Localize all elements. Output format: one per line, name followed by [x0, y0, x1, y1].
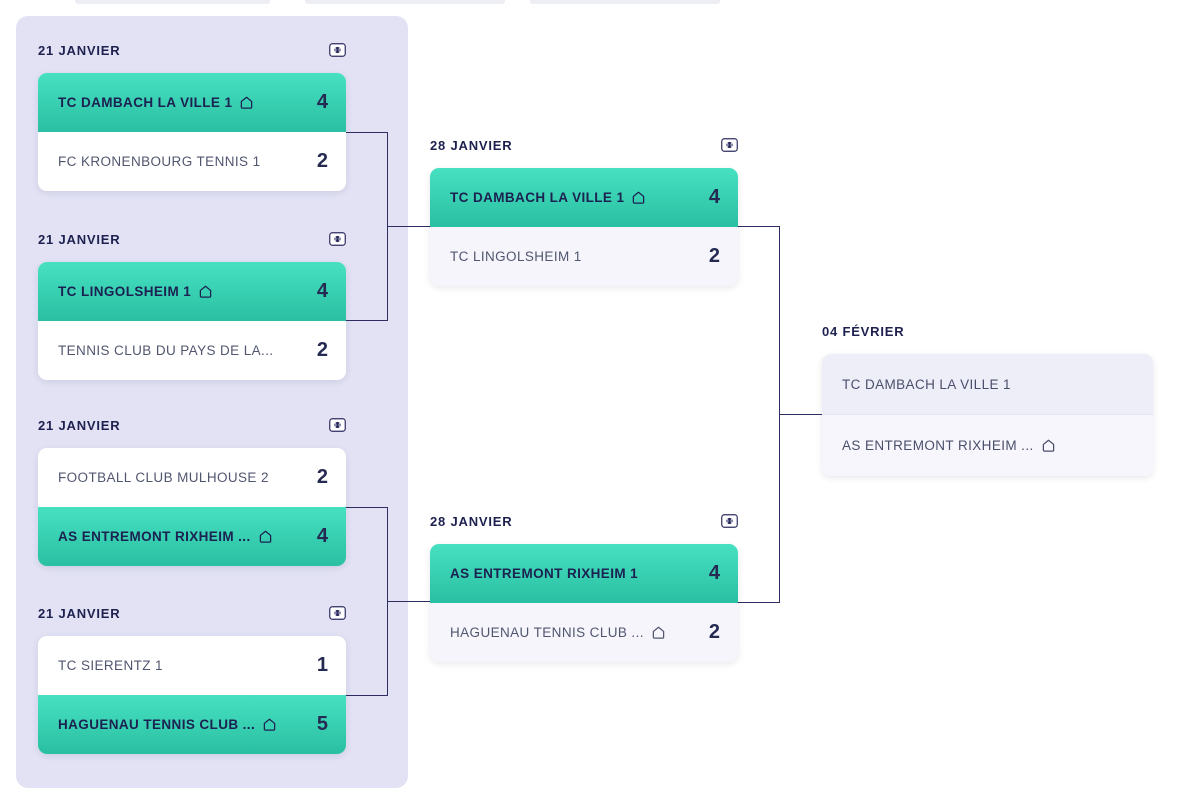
- tennis-ball-badge-icon[interactable]: [721, 514, 738, 528]
- home-icon: [198, 284, 213, 299]
- team-score: 5: [316, 713, 328, 735]
- team-row-winner[interactable]: TC LINGOLSHEIM 1 4: [38, 262, 346, 321]
- team-row[interactable]: AS ENTREMONT RIXHEIM ...: [822, 415, 1153, 476]
- team-name: TC LINGOLSHEIM 1: [450, 249, 582, 264]
- bracket-connector: [388, 601, 430, 602]
- team-row-winner[interactable]: AS ENTREMONT RIXHEIM 1 4: [430, 544, 738, 603]
- match-rows: TC SIERENTZ 1 1 HAGUENAU TENNIS CLUB ...…: [38, 636, 346, 754]
- match-date: 28 JANVIER: [430, 137, 513, 153]
- match-rows: FOOTBALL CLUB MULHOUSE 2 2 AS ENTREMONT …: [38, 448, 346, 566]
- team-score: 2: [316, 339, 328, 361]
- match-rows: TC LINGOLSHEIM 1 4 TENNIS CLUB DU PAYS D…: [38, 262, 346, 380]
- match-card-r1-m1: 21 JANVIER TC DAMBACH LA VILLE 1 4 FC KR…: [38, 40, 346, 191]
- match-header: 21 JANVIER: [38, 603, 346, 623]
- match-rows: TC DAMBACH LA VILLE 1 AS ENTREMONT RIXHE…: [822, 354, 1153, 476]
- team-row-winner[interactable]: HAGUENAU TENNIS CLUB ... 5: [38, 695, 346, 754]
- team-row-winner[interactable]: TC DAMBACH LA VILLE 1 4: [38, 73, 346, 132]
- match-date: 21 JANVIER: [38, 231, 121, 247]
- match-date: 21 JANVIER: [38, 417, 121, 433]
- tennis-ball-badge-icon[interactable]: [721, 138, 738, 152]
- team-name: TC DAMBACH LA VILLE 1: [450, 190, 625, 205]
- team-score: 4: [316, 91, 328, 113]
- bracket-connector: [738, 226, 780, 603]
- match-date: 04 FÉVRIER: [822, 323, 905, 339]
- match-date: 21 JANVIER: [38, 42, 121, 58]
- match-header: 21 JANVIER: [38, 415, 346, 435]
- team-score: 4: [316, 525, 328, 547]
- match-date: 21 JANVIER: [38, 605, 121, 621]
- team-score: 4: [708, 562, 720, 584]
- match-date: 28 JANVIER: [430, 513, 513, 529]
- home-icon: [239, 95, 254, 110]
- team-name: TC LINGOLSHEIM 1: [58, 284, 192, 299]
- home-icon: [1041, 438, 1056, 453]
- team-name: TC SIERENTZ 1: [58, 658, 163, 673]
- bracket-connector: [346, 132, 388, 321]
- home-icon: [258, 529, 273, 544]
- team-score: 2: [316, 466, 328, 488]
- team-name: TENNIS CLUB DU PAYS DE LA...: [58, 343, 274, 358]
- match-rows: TC DAMBACH LA VILLE 1 4 FC KRONENBOURG T…: [38, 73, 346, 191]
- team-row-loser[interactable]: TC LINGOLSHEIM 1 2: [430, 227, 738, 286]
- team-name: AS ENTREMONT RIXHEIM ...: [58, 529, 251, 544]
- team-name: HAGUENAU TENNIS CLUB ...: [450, 625, 644, 640]
- team-name: AS ENTREMONT RIXHEIM 1: [450, 566, 639, 581]
- team-score: 4: [316, 280, 328, 302]
- team-row-winner[interactable]: AS ENTREMONT RIXHEIM ... 4: [38, 507, 346, 566]
- top-cutoff-fragment: [75, 0, 270, 4]
- team-name: AS ENTREMONT RIXHEIM ...: [842, 438, 1034, 453]
- team-score: 2: [316, 150, 328, 172]
- team-row-loser[interactable]: HAGUENAU TENNIS CLUB ... 2: [430, 603, 738, 662]
- bracket-connector: [346, 507, 388, 696]
- team-row[interactable]: TC DAMBACH LA VILLE 1: [822, 354, 1153, 415]
- match-rows: AS ENTREMONT RIXHEIM 1 4 HAGUENAU TENNIS…: [430, 544, 738, 662]
- bracket-connector: [388, 226, 430, 227]
- team-name: TC DAMBACH LA VILLE 1: [842, 376, 1011, 392]
- tennis-ball-badge-icon[interactable]: [329, 43, 346, 57]
- top-cutoff-fragment: [530, 0, 720, 4]
- team-row-loser[interactable]: FC KRONENBOURG TENNIS 1 2: [38, 132, 346, 191]
- team-score: 4: [708, 186, 720, 208]
- team-row-loser[interactable]: FOOTBALL CLUB MULHOUSE 2 2: [38, 448, 346, 507]
- match-card-r1-m4: 21 JANVIER TC SIERENTZ 1 1 HAGUENAU TENN…: [38, 603, 346, 754]
- match-header: 21 JANVIER: [38, 40, 346, 60]
- team-row-loser[interactable]: TENNIS CLUB DU PAYS DE LA... 2: [38, 321, 346, 380]
- home-icon: [651, 625, 666, 640]
- match-card-sf1: 28 JANVIER TC DAMBACH LA VILLE 1 4 TC LI…: [430, 135, 738, 286]
- match-rows: TC DAMBACH LA VILLE 1 4 TC LINGOLSHEIM 1…: [430, 168, 738, 286]
- match-card-final: 04 FÉVRIER TC DAMBACH LA VILLE 1 AS ENTR…: [822, 321, 1153, 476]
- match-card-r1-m3: 21 JANVIER FOOTBALL CLUB MULHOUSE 2 2 AS…: [38, 415, 346, 566]
- team-name: FOOTBALL CLUB MULHOUSE 2: [58, 470, 269, 485]
- match-card-r1-m2: 21 JANVIER TC LINGOLSHEIM 1 4 TENNIS CLU…: [38, 229, 346, 380]
- match-header: 28 JANVIER: [430, 135, 738, 155]
- team-name: HAGUENAU TENNIS CLUB ...: [58, 717, 256, 732]
- tennis-ball-badge-icon[interactable]: [329, 418, 346, 432]
- team-score: 1: [316, 654, 328, 676]
- match-card-sf2: 28 JANVIER AS ENTREMONT RIXHEIM 1 4 HAGU…: [430, 511, 738, 662]
- match-header: 28 JANVIER: [430, 511, 738, 531]
- home-icon: [631, 190, 646, 205]
- tennis-ball-badge-icon[interactable]: [329, 606, 346, 620]
- team-score: 2: [708, 621, 720, 643]
- home-icon: [262, 717, 277, 732]
- top-cutoff-fragment: [305, 0, 505, 4]
- match-header: 04 FÉVRIER: [822, 321, 1153, 341]
- bracket-connector: [780, 414, 822, 415]
- tennis-ball-badge-icon[interactable]: [329, 232, 346, 246]
- team-row-loser[interactable]: TC SIERENTZ 1 1: [38, 636, 346, 695]
- team-score: 2: [708, 245, 720, 267]
- team-row-winner[interactable]: TC DAMBACH LA VILLE 1 4: [430, 168, 738, 227]
- team-name: TC DAMBACH LA VILLE 1: [58, 95, 233, 110]
- team-name: FC KRONENBOURG TENNIS 1: [58, 154, 261, 169]
- match-header: 21 JANVIER: [38, 229, 346, 249]
